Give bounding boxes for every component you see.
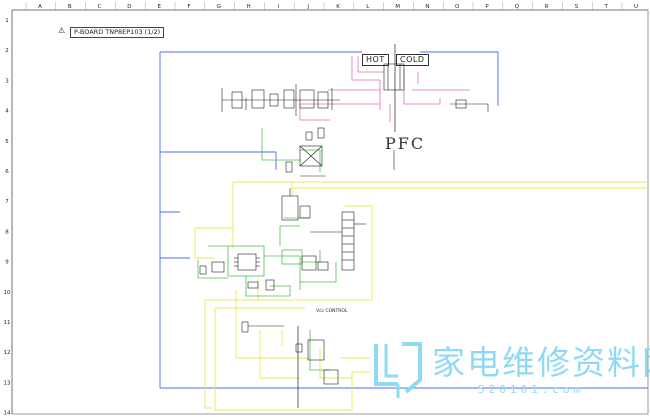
column-label-d: D (127, 4, 131, 10)
row-label-3: 3 (5, 78, 9, 84)
column-label-a: A (38, 4, 42, 10)
column-label-i: I (278, 4, 280, 10)
component-traces (199, 44, 489, 408)
row-label-13: 13 (4, 380, 11, 386)
green-signal-lines (197, 128, 337, 371)
row-label-1: 1 (5, 18, 9, 24)
cold-label: COLD (396, 54, 429, 66)
watermark-chinese-text: 家电维修资料网 (432, 343, 650, 382)
column-label-j: J (306, 4, 309, 10)
column-label-r: R (545, 4, 549, 10)
column-label-u: U (634, 4, 638, 10)
blue-bus-lines (159, 51, 648, 389)
warning-icon: ⚠ (58, 26, 66, 35)
yellow-signal-lines (194, 181, 648, 411)
column-labels: A B C D E F G H I J K L M N O P Q R S T U (25, 2, 638, 10)
row-label-12: 12 (4, 350, 11, 356)
hot-label: HOT (362, 54, 389, 66)
column-label-l: L (366, 4, 370, 10)
watermark-logo-icon (374, 342, 422, 398)
board-title: P-BOARD TNP8EP103 (1/2) (70, 27, 165, 38)
column-label-s: S (575, 4, 579, 10)
row-label-10: 10 (4, 290, 11, 296)
column-label-o: O (455, 4, 460, 10)
pfc-label: PFC (385, 134, 426, 153)
row-label-6: 6 (5, 169, 9, 175)
column-label-n: N (425, 4, 429, 10)
row-label-4: 4 (5, 109, 9, 115)
column-label-h: H (247, 4, 251, 10)
row-label-11: 11 (4, 320, 11, 326)
column-label-m: M (395, 4, 400, 10)
row-label-7: 7 (5, 199, 9, 205)
watermark-domain-text: 520101.com (478, 383, 585, 396)
column-label-e: E (157, 4, 161, 10)
row-label-9: 9 (5, 260, 9, 266)
column-label-f: F (187, 4, 190, 10)
column-label-q: Q (515, 4, 520, 10)
vcc-control-label: Vcc CONTROL (316, 309, 348, 314)
column-label-k: K (336, 4, 340, 10)
column-label-c: C (98, 4, 102, 10)
column-label-b: B (68, 4, 72, 10)
column-label-g: G (217, 4, 221, 10)
row-label-5: 5 (5, 139, 9, 145)
row-label-8: 8 (5, 229, 9, 235)
row-label-2: 2 (5, 48, 9, 54)
column-label-p: P (485, 4, 489, 10)
column-label-t: T (604, 4, 609, 10)
row-label-14: 14 (4, 411, 11, 417)
